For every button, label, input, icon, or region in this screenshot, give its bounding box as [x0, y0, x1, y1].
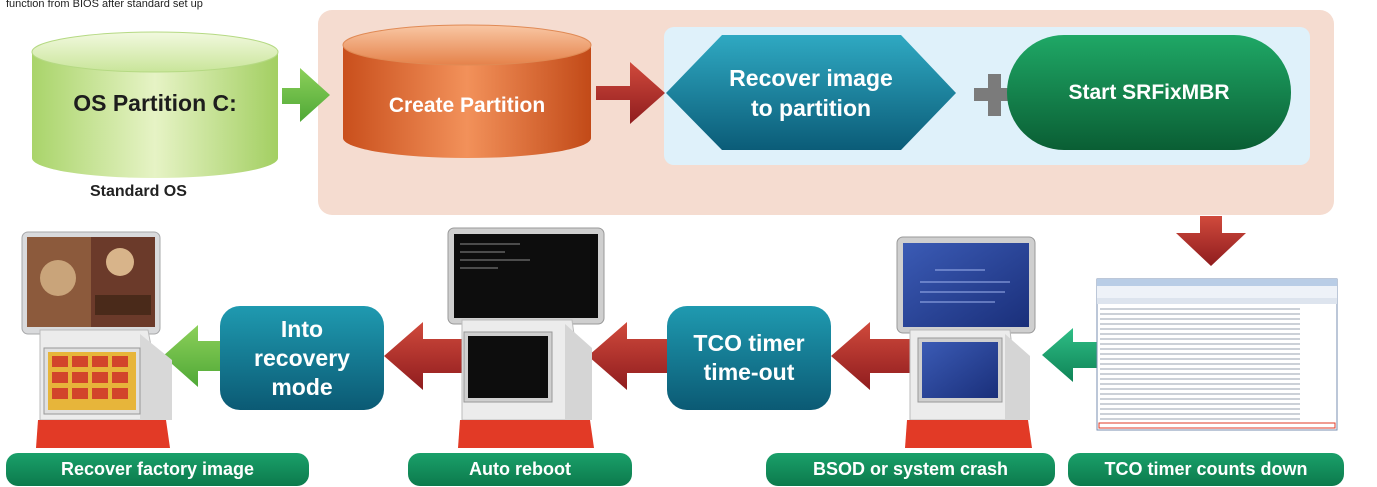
recover-image-label-line2: to partition: [750, 95, 872, 121]
step-bsod: BSOD or system crash: [766, 453, 1055, 486]
recover-image-label: Recover image to partition: [700, 58, 922, 128]
step-auto-reboot: Auto reboot: [408, 453, 632, 486]
create-partition-label: Create Partition: [388, 94, 546, 117]
tco-timeout-line1: TCO timer: [693, 330, 805, 356]
arrow-reboot-to-recovery: [384, 322, 472, 390]
into-recovery-mode-box: Into recovery mode: [220, 306, 384, 410]
os-partition-cylinder: [31, 31, 279, 178]
into-recovery-line2: recovery: [254, 344, 350, 371]
arrow-down-to-countdown: [1176, 216, 1246, 266]
tco-timer-timeout-box: TCO timer time-out: [667, 306, 831, 410]
arrow-timeout-to-reboot: [588, 322, 668, 390]
step-recover-factory-image: Recover factory image: [6, 453, 309, 486]
caption-text: function from BIOS after standard set up: [6, 0, 203, 10]
start-srfixmbr-label: Start SRFixMBR: [1068, 80, 1230, 104]
os-partition-label: OS Partition C:: [73, 90, 237, 116]
tco-timeout-line2: time-out: [703, 359, 795, 385]
kiosk-factory-image: [21, 231, 172, 448]
step-tco-countdown: TCO timer counts down: [1068, 453, 1344, 486]
recover-image-hexagon: [666, 35, 956, 150]
arrow-countdown-to-bsod: [1042, 328, 1100, 382]
arrow-to-create-partition: [282, 68, 330, 122]
kiosk-bsod: [896, 236, 1036, 448]
into-recovery-line1: Into: [280, 315, 324, 342]
arrow-bsod-to-timeout: [831, 322, 918, 390]
plus-icon: [974, 74, 1016, 116]
recover-image-label-line1: Recover image: [729, 65, 893, 91]
start-srfixmbr-box: [1007, 35, 1291, 150]
create-partition-cylinder: [342, 24, 592, 158]
kiosk-auto-reboot: [447, 227, 605, 448]
arrow-recovery-to-factory: [163, 325, 222, 387]
arrow-to-recover-image: [596, 62, 665, 124]
standard-os-label: Standard OS: [90, 183, 187, 200]
tco-log-window: [1096, 278, 1338, 431]
into-recovery-line3: mode: [271, 373, 333, 400]
